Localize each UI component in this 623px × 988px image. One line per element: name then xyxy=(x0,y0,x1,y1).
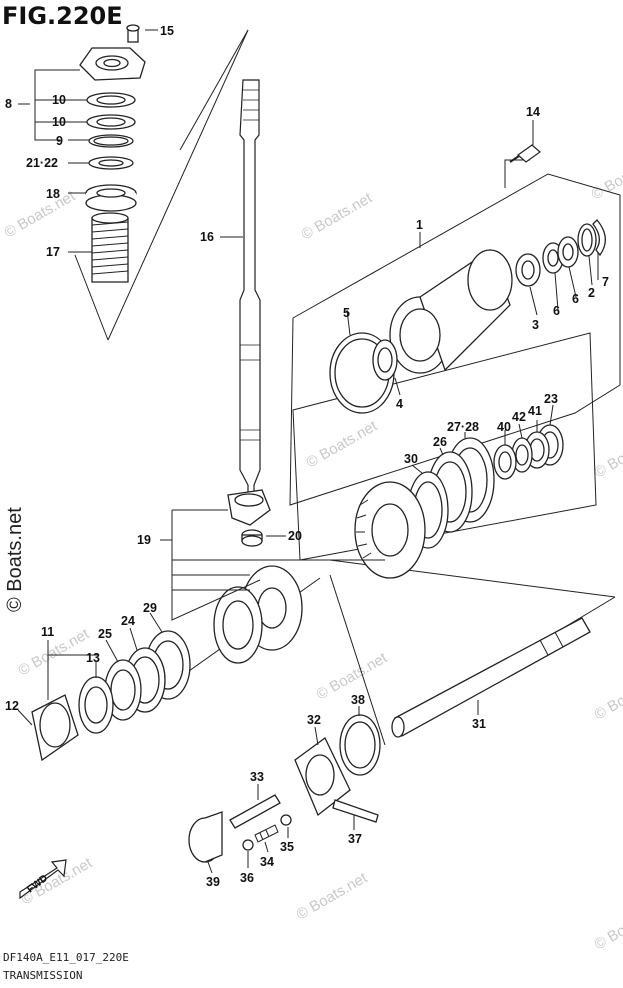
spring-17 xyxy=(91,212,129,283)
part-label-41: 41 xyxy=(528,404,542,418)
part-label-10a: 10 xyxy=(52,93,66,107)
part-label-4: 4 xyxy=(396,397,403,411)
part-label-13: 13 xyxy=(86,651,100,665)
ball-36 xyxy=(242,839,254,851)
watermark: © Boats.net xyxy=(589,149,623,203)
part-label-16: 16 xyxy=(200,230,214,244)
case-1 xyxy=(389,248,513,374)
assembly-box-upper xyxy=(289,173,621,506)
housing-8 xyxy=(79,47,146,81)
pinion-19 xyxy=(227,489,271,526)
part-label-26: 26 xyxy=(433,435,447,449)
part-label-36: 36 xyxy=(240,871,254,885)
part-label-32: 32 xyxy=(307,713,321,727)
part-labels: 15 8 10 10 9 21·22 18 17 16 14 1 7 2 6 3… xyxy=(5,24,609,889)
bearing-10b xyxy=(86,114,136,130)
part-label-30: 30 xyxy=(404,452,418,466)
part-label-8: 8 xyxy=(5,97,12,111)
ball-35 xyxy=(280,814,292,826)
watermark: © Boats.net xyxy=(304,417,381,471)
watermark: © Boats.net xyxy=(2,187,79,241)
part-label-33: 33 xyxy=(250,770,264,784)
left-stack xyxy=(79,24,146,283)
watermark: © Boats.net xyxy=(592,669,623,723)
leader-lines xyxy=(17,29,599,874)
watermark: © Boats.net xyxy=(592,427,623,481)
part-label-19: 19 xyxy=(137,533,151,547)
bearing-6b xyxy=(557,236,579,268)
part-label-5: 5 xyxy=(343,306,350,320)
bolt-14 xyxy=(509,144,541,163)
nut-20 xyxy=(241,529,263,547)
part-label-35: 35 xyxy=(280,840,294,854)
part-label-20: 20 xyxy=(288,529,302,543)
part-label-27-28: 27·28 xyxy=(447,420,479,434)
part-label-17: 17 xyxy=(46,245,60,259)
bearing-4 xyxy=(372,339,398,381)
part-label-34: 34 xyxy=(260,855,274,869)
housing-12 xyxy=(31,694,79,762)
pin-33 xyxy=(229,794,281,829)
part-label-9: 9 xyxy=(56,134,63,148)
upper-case-group xyxy=(329,219,606,414)
driveshaft-16 xyxy=(239,79,261,496)
part-label-23: 23 xyxy=(544,392,558,406)
part-label-24: 24 xyxy=(121,614,135,628)
watermark: © Boats.net xyxy=(299,189,376,243)
figure-title: FIG.220E xyxy=(2,2,123,30)
lower-stack xyxy=(227,424,564,579)
part-label-38: 38 xyxy=(351,693,365,707)
part-label-14: 14 xyxy=(526,105,540,119)
part-label-21-22: 21·22 xyxy=(26,156,58,170)
section-name: TRANSMISSION xyxy=(3,969,83,982)
bearing-40 xyxy=(493,444,517,480)
assembly-box-lower xyxy=(292,332,597,561)
part-label-12: 12 xyxy=(5,699,19,713)
part-label-10b: 10 xyxy=(52,115,66,129)
shim-21-22 xyxy=(88,156,134,170)
watermark: © Boats.net xyxy=(294,869,371,923)
diagram-code: DF140A_E11_017_220E xyxy=(3,951,129,964)
spring-34 xyxy=(254,824,279,843)
clip-7 xyxy=(592,219,606,257)
part-label-6b: 6 xyxy=(553,304,560,318)
ring-9 xyxy=(88,134,134,148)
bearing-13 xyxy=(78,676,114,734)
ring-2 xyxy=(577,223,597,257)
reverse-group xyxy=(31,565,303,762)
part-label-39: 39 xyxy=(206,875,220,889)
bearing-10a xyxy=(86,92,136,108)
pin-37 xyxy=(332,799,379,823)
bearing-big xyxy=(213,586,263,664)
ring-38 xyxy=(339,714,381,776)
bearing-3 xyxy=(515,253,541,287)
part-label-42: 42 xyxy=(512,410,526,424)
gear-forward xyxy=(354,481,426,579)
part-label-18: 18 xyxy=(46,187,60,201)
propshaft-group xyxy=(188,617,591,863)
part-label-3: 3 xyxy=(532,318,539,332)
part-label-6a: 6 xyxy=(572,292,579,306)
ring-25 xyxy=(104,659,142,721)
part-label-1: 1 xyxy=(416,218,423,232)
clutch-32 xyxy=(294,737,351,817)
part-label-25: 25 xyxy=(98,627,112,641)
bolt-15 xyxy=(126,24,140,43)
sleeve-39 xyxy=(188,811,223,863)
part-label-37: 37 xyxy=(348,832,362,846)
part-label-7: 7 xyxy=(602,275,609,289)
shaft-31 xyxy=(391,617,591,738)
part-label-15: 15 xyxy=(160,24,174,38)
watermark: © Boats.net xyxy=(592,899,623,953)
part-label-31: 31 xyxy=(472,717,486,731)
part-label-40: 40 xyxy=(497,420,511,434)
part-label-29: 29 xyxy=(143,601,157,615)
bearing-18 xyxy=(85,184,137,212)
part-label-2: 2 xyxy=(588,286,595,300)
part-label-11: 11 xyxy=(41,625,54,639)
